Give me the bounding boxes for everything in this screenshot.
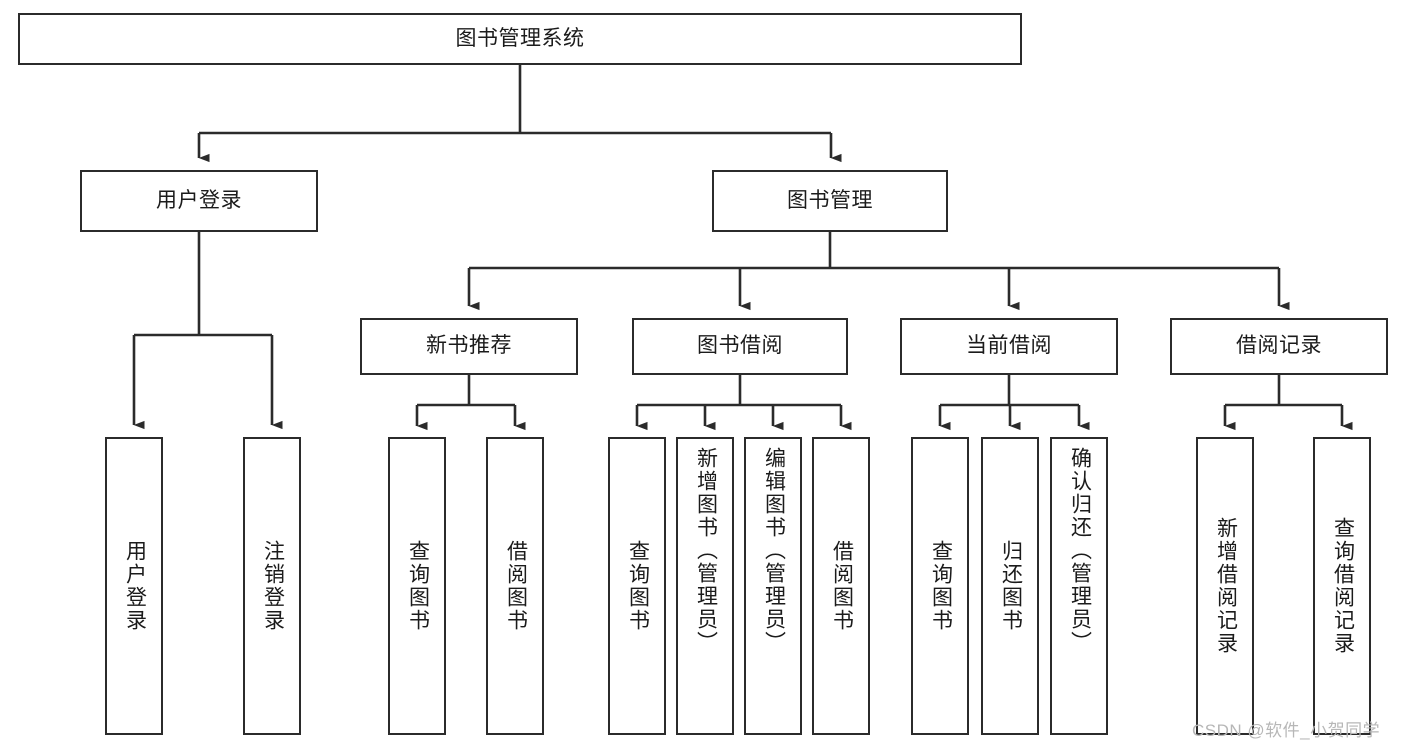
node-leaf-borrow-book-1[interactable]: 借阅图书 (486, 437, 544, 735)
node-leaf-borrow-book-2-label: 借阅图书 (830, 540, 854, 632)
node-leaf-query-record-label: 查询借阅记录 (1331, 517, 1355, 655)
node-leaf-query-book-2-label: 查询图书 (626, 540, 650, 632)
node-leaf-return-book-label: 归还图书 (999, 540, 1023, 632)
node-leaf-edit-book-label: 编辑图书（管理员） (762, 447, 786, 654)
node-root[interactable]: 图书管理系统 (18, 13, 1022, 65)
node-leaf-user-login-label: 用户登录 (123, 540, 147, 632)
node-leaf-add-book[interactable]: 新增图书（管理员） (676, 437, 734, 735)
node-leaf-query-book-3[interactable]: 查询图书 (911, 437, 969, 735)
node-leaf-user-logout-label: 注销登录 (261, 540, 285, 632)
node-leaf-query-book-1-label: 查询图书 (406, 540, 430, 632)
node-user-login[interactable]: 用户登录 (80, 170, 318, 232)
node-root-label: 图书管理系统 (455, 26, 585, 50)
node-leaf-query-book-3-label: 查询图书 (929, 540, 953, 632)
node-book-borrow[interactable]: 图书借阅 (632, 318, 848, 375)
node-leaf-add-record[interactable]: 新增借阅记录 (1196, 437, 1254, 735)
node-new-book-recommend[interactable]: 新书推荐 (360, 318, 578, 375)
node-leaf-borrow-book-1-label: 借阅图书 (504, 540, 528, 632)
node-leaf-add-record-label: 新增借阅记录 (1214, 517, 1238, 655)
node-book-borrow-label: 图书借阅 (697, 334, 783, 358)
node-leaf-confirm-return[interactable]: 确认归还（管理员） (1050, 437, 1108, 735)
node-leaf-user-login[interactable]: 用户登录 (105, 437, 163, 735)
node-current-borrow-label: 当前借阅 (966, 334, 1052, 358)
node-book-manage-label: 图书管理 (787, 188, 873, 212)
node-leaf-edit-book[interactable]: 编辑图书（管理员） (744, 437, 802, 735)
node-book-manage[interactable]: 图书管理 (712, 170, 948, 232)
node-leaf-query-book-1[interactable]: 查询图书 (388, 437, 446, 735)
node-borrow-record-label: 借阅记录 (1236, 334, 1322, 358)
node-user-login-label: 用户登录 (156, 188, 242, 212)
node-new-book-recommend-label: 新书推荐 (426, 334, 512, 358)
node-leaf-confirm-return-label: 确认归还（管理员） (1068, 447, 1092, 654)
node-leaf-add-book-label: 新增图书（管理员） (694, 447, 718, 654)
node-leaf-user-logout[interactable]: 注销登录 (243, 437, 301, 735)
node-current-borrow[interactable]: 当前借阅 (900, 318, 1118, 375)
node-borrow-record[interactable]: 借阅记录 (1170, 318, 1388, 375)
node-leaf-borrow-book-2[interactable]: 借阅图书 (812, 437, 870, 735)
node-leaf-return-book[interactable]: 归还图书 (981, 437, 1039, 735)
node-leaf-query-book-2[interactable]: 查询图书 (608, 437, 666, 735)
node-leaf-query-record[interactable]: 查询借阅记录 (1313, 437, 1371, 735)
